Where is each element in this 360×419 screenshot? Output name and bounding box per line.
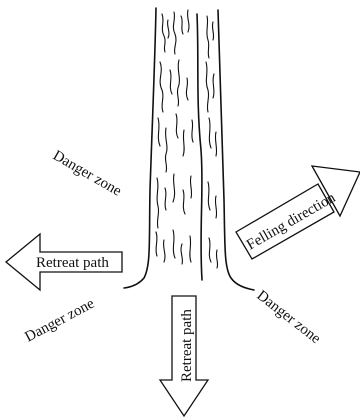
retreat-path-bottom-label: Retreat path bbox=[179, 309, 195, 382]
danger-zone-lower-left-label: Danger zone bbox=[22, 295, 97, 345]
bark-texture bbox=[156, 10, 218, 268]
trunk-left-edge bbox=[124, 8, 156, 288]
retreat-path-left-label: Retreat path bbox=[36, 255, 109, 271]
trunk-center-seam bbox=[197, 14, 202, 280]
danger-zone-upper-left-label: Danger zone bbox=[50, 148, 124, 200]
tree-trunk bbox=[124, 8, 254, 290]
danger-zone-lower-right-label: Danger zone bbox=[254, 288, 324, 348]
